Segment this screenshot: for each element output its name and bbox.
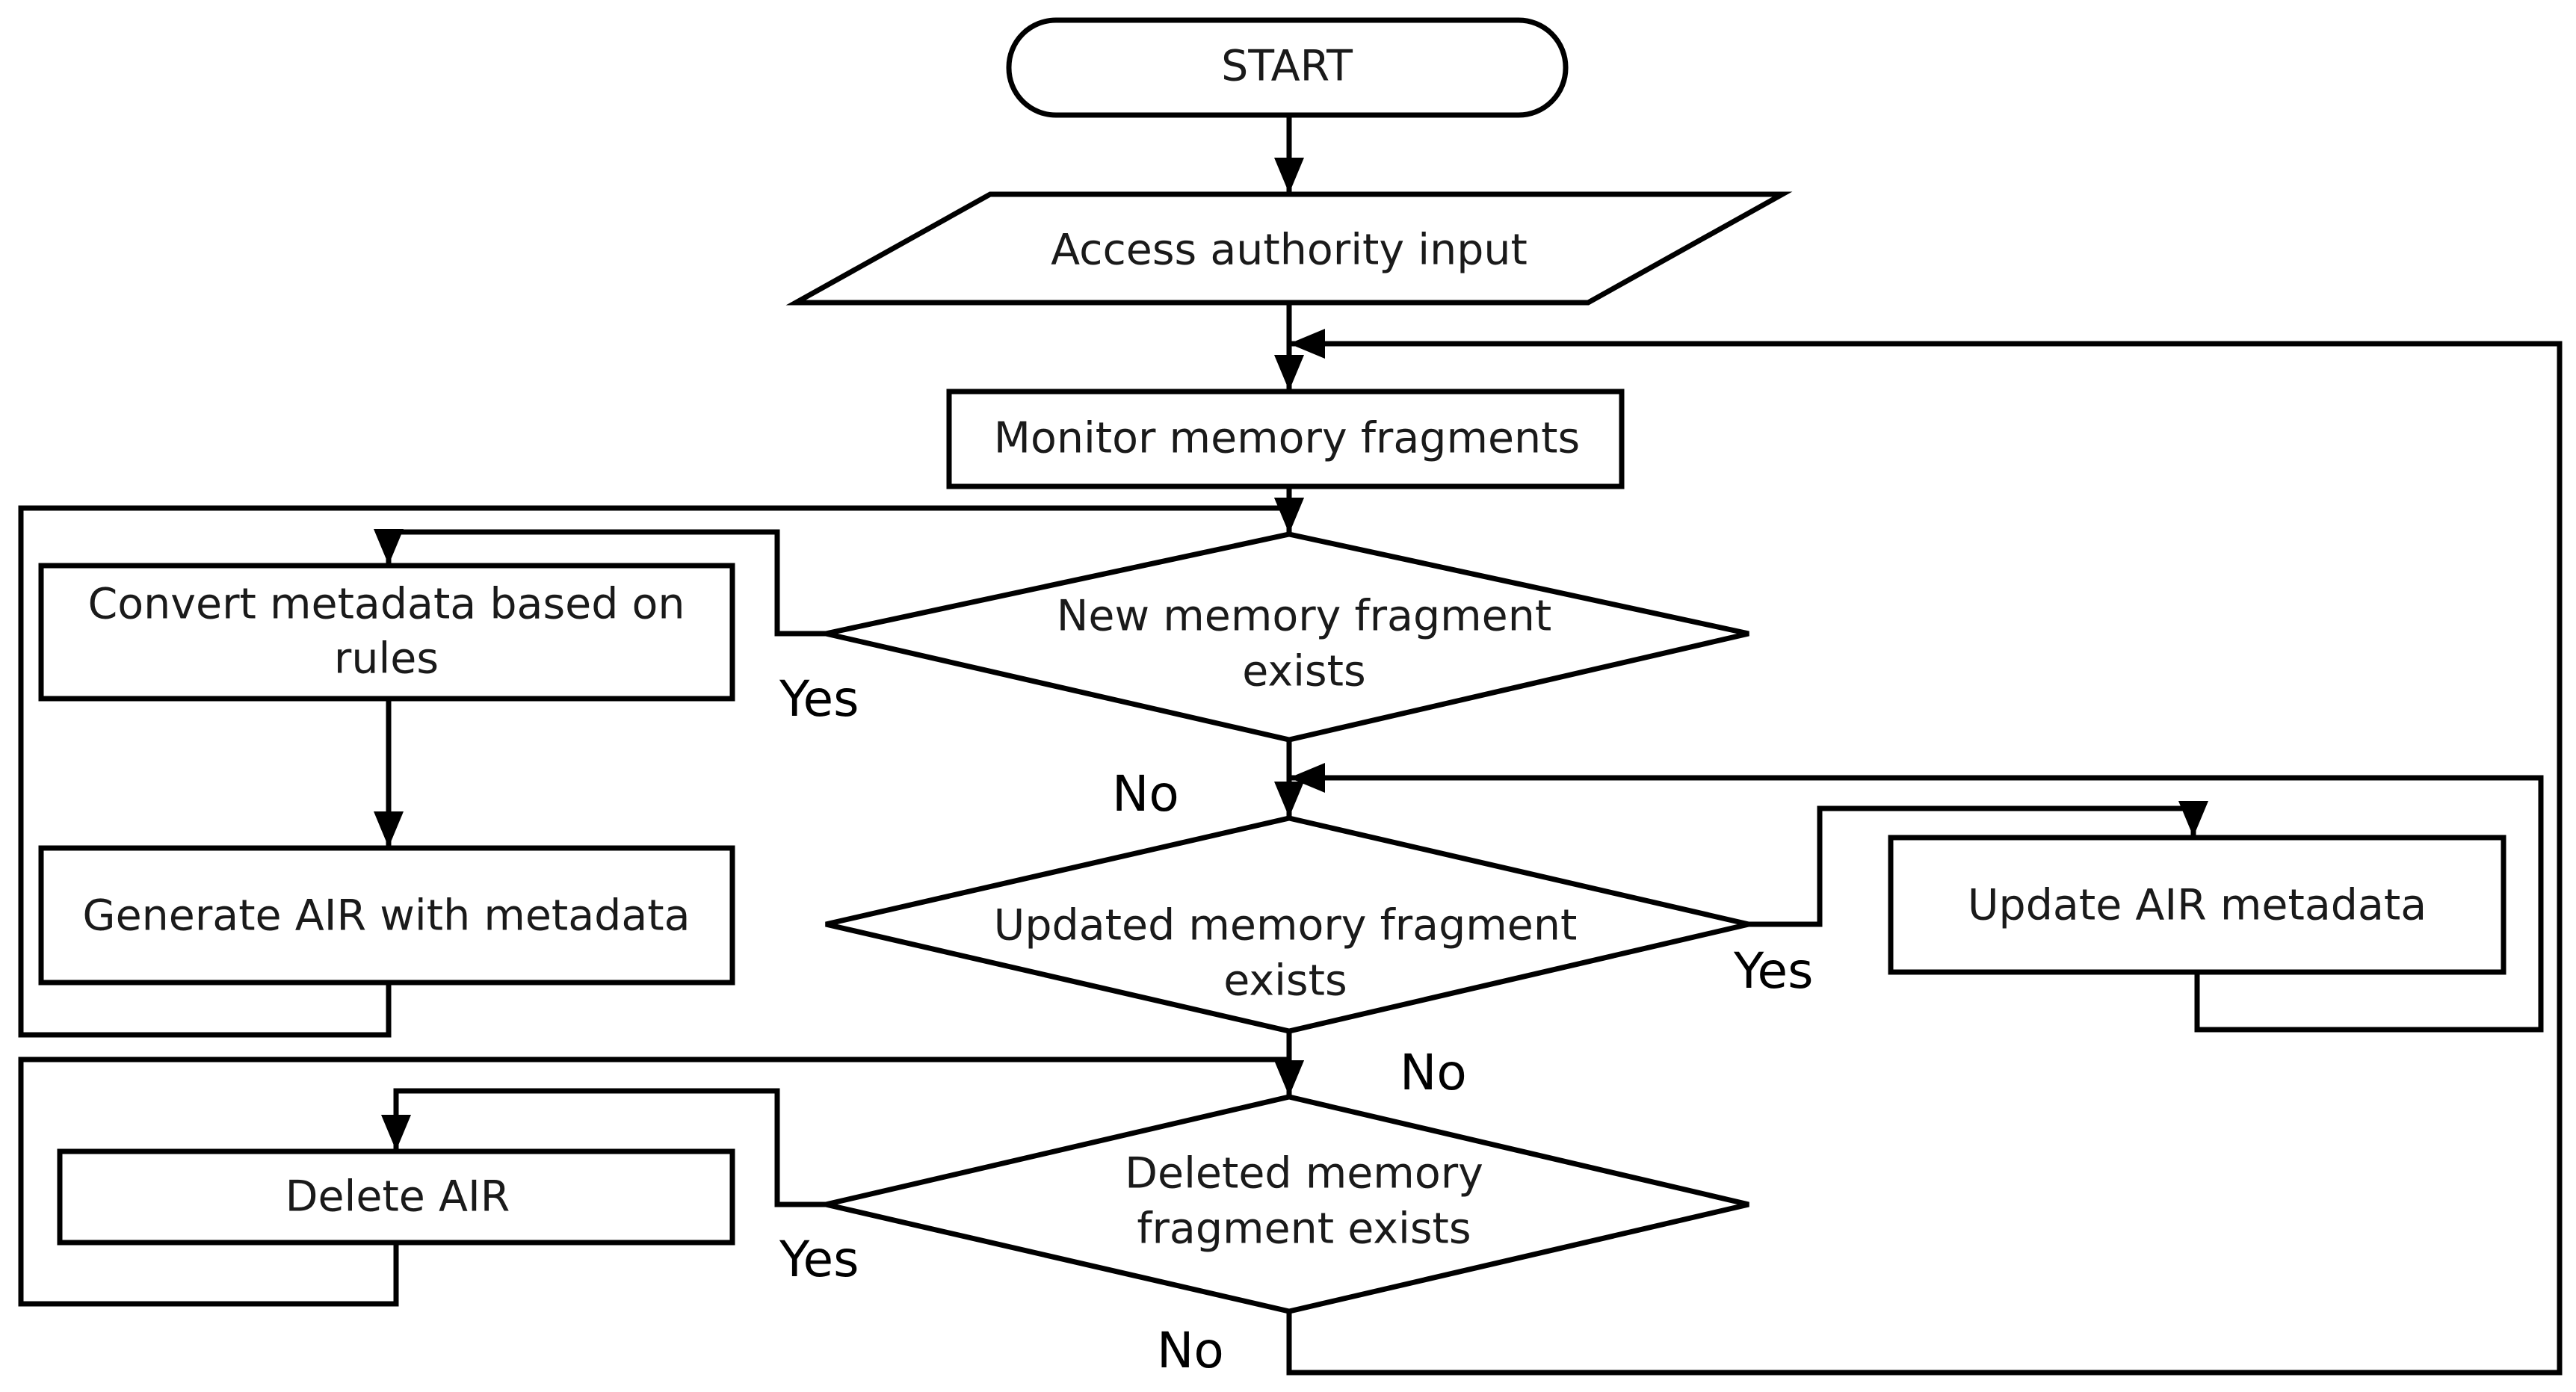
new-yes-label: Yes bbox=[779, 670, 859, 728]
new-yes-to-convert-arrow bbox=[374, 529, 826, 637]
convert-process-box bbox=[38, 563, 735, 702]
monitor-process-box bbox=[946, 389, 1625, 489]
new-decision-label-line2: exists bbox=[1242, 647, 1365, 696]
updated-no-label: No bbox=[1400, 1044, 1467, 1101]
generate-process-box bbox=[38, 845, 735, 986]
new-no-label: No bbox=[1112, 765, 1179, 823]
new-decision-label-line1: New memory fragment bbox=[1057, 592, 1551, 641]
deleted-no-label: No bbox=[1157, 1322, 1224, 1379]
access-input-parallelogram bbox=[785, 191, 1793, 306]
start-label: START bbox=[1221, 42, 1353, 91]
deleted-decision-label-line2: fragment exists bbox=[1137, 1204, 1471, 1254]
deleted-yes-label: Yes bbox=[779, 1231, 859, 1288]
update-air-label: Update AIR metadata bbox=[1968, 881, 2427, 930]
access-input-label: Access authority input bbox=[1051, 226, 1528, 275]
deleted-no-loop-back-arrow bbox=[1286, 329, 2563, 1376]
update-air-loop-back-arrow bbox=[1289, 763, 2544, 1033]
delete-air-loop-back-arrow bbox=[18, 1057, 1304, 1307]
convert-label-line2: rules bbox=[334, 634, 439, 684]
generate-label: Generate AIR with metadata bbox=[82, 891, 690, 941]
convert-label-line1: Convert metadata based on bbox=[87, 580, 685, 629]
deleted-yes-to-delete-air-arrow bbox=[381, 1088, 826, 1207]
update-air-process-box bbox=[1888, 835, 2506, 975]
deleted-decision-label-line1: Deleted memory bbox=[1125, 1149, 1483, 1198]
updated-yes-to-update-air-arrow bbox=[1749, 801, 2208, 927]
updated-decision-label-line2: exists bbox=[1223, 956, 1347, 1006]
updated-yes-label: Yes bbox=[1733, 942, 1814, 1000]
delete-air-label: Delete AIR bbox=[285, 1172, 510, 1222]
delete-air-process-box bbox=[57, 1148, 735, 1246]
updated-decision-label-line1: Updated memory fragment bbox=[994, 901, 1578, 950]
monitor-label: Monitor memory fragments bbox=[994, 414, 1580, 463]
generate-loop-back-arrow bbox=[18, 498, 1304, 1038]
